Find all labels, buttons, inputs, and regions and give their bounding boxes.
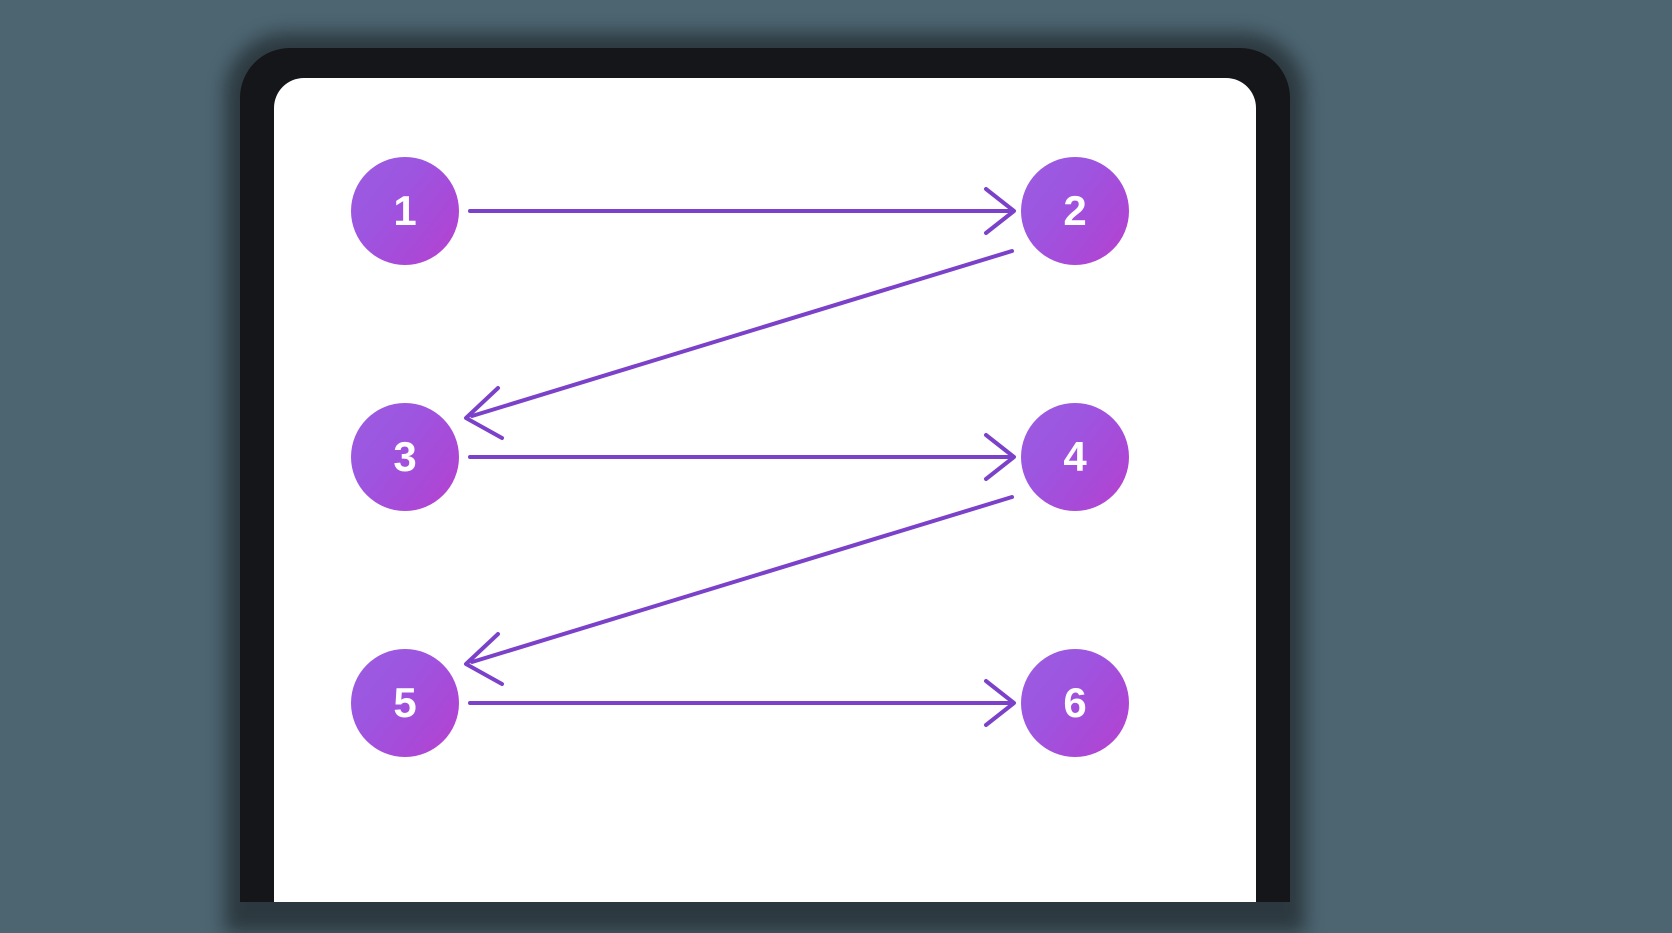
node-1[interactable]: 1: [351, 157, 459, 265]
edge-3-to-4-arrowhead: [984, 433, 1016, 481]
screenshot-stage: 1 2 3 4 5 6: [225, 33, 1305, 933]
node-1-label: 1: [393, 187, 417, 234]
node-4-label: 4: [1063, 433, 1087, 480]
node-6[interactable]: 6: [1021, 649, 1129, 757]
edge-5-to-6-arrowhead: [984, 679, 1016, 727]
edge-layer: [464, 187, 1016, 727]
node-4[interactable]: 4: [1021, 403, 1129, 511]
node-2-label: 2: [1063, 187, 1087, 234]
diagram-canvas: 1 2 3 4 5 6: [274, 78, 1256, 902]
edge-1-to-2-arrowhead: [984, 187, 1016, 235]
node-5[interactable]: 5: [351, 649, 459, 757]
node-6-label: 6: [1063, 679, 1087, 726]
edge-4-to-5-arrowhead: [464, 632, 504, 686]
node-3-label: 3: [393, 433, 417, 480]
edge-2-to-3-line: [470, 249, 1014, 418]
node-2[interactable]: 2: [1021, 157, 1129, 265]
edge-4-to-5-line: [470, 495, 1014, 664]
device-screen: 1 2 3 4 5 6: [274, 78, 1256, 902]
node-5-label: 5: [393, 679, 417, 726]
edge-5-to-6: [468, 679, 1016, 727]
node-3[interactable]: 3: [351, 403, 459, 511]
edge-2-to-3-arrowhead: [464, 386, 504, 440]
edge-3-to-4: [468, 433, 1016, 481]
edge-4-to-5: [464, 495, 1014, 686]
edge-2-to-3: [464, 249, 1014, 440]
edge-1-to-2: [468, 187, 1016, 235]
